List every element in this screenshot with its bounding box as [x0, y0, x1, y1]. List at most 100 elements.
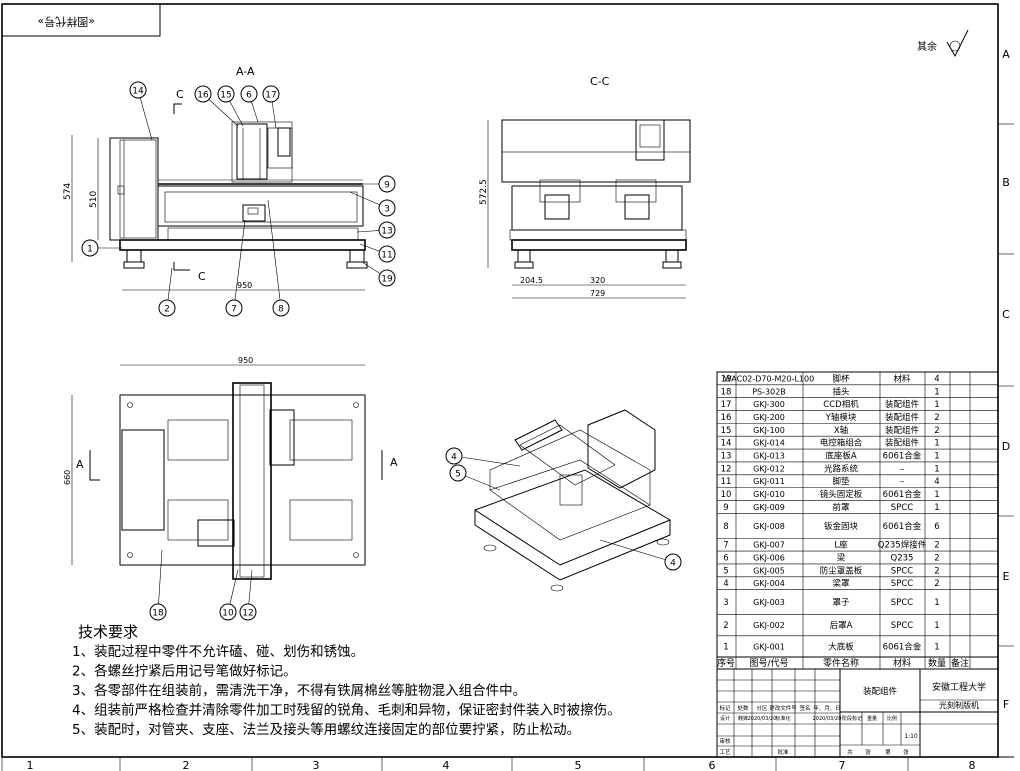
balloon-group-iso: 454: [445, 447, 682, 571]
bom-seq: 7: [723, 541, 728, 551]
bom-qty: 1: [934, 598, 939, 608]
bom-material: SPCC: [891, 579, 913, 589]
bom-qty: 1: [934, 400, 939, 410]
bom-material: –: [900, 477, 904, 487]
grid-row-label: D: [1002, 440, 1010, 453]
bom-qty: 1: [934, 621, 939, 631]
title-row3-cell: 审核: [719, 737, 731, 745]
bom-seq: 8: [723, 522, 728, 532]
balloon: [225, 299, 243, 317]
bom-seq: 15: [721, 426, 732, 436]
balloon: [194, 85, 212, 103]
grid-col-label: 5: [575, 759, 582, 771]
grid-col-label: 1: [27, 759, 34, 771]
bom-header-cell: 备注: [951, 657, 969, 669]
bom-seq: 18: [721, 387, 732, 397]
balloon-number: 12: [242, 609, 253, 619]
bom-name: CCD相机: [823, 399, 859, 410]
bom-seq: 2: [723, 621, 728, 631]
bom-name: 大底板: [828, 641, 854, 652]
title-row1-cell: 处数: [737, 704, 749, 712]
balloon: [262, 85, 280, 103]
bom-material: SPCC: [891, 503, 913, 513]
grid-col-label: 3: [313, 759, 320, 771]
balloon: [240, 85, 258, 103]
balloon-number: 10: [222, 609, 234, 619]
tech-title: 技术要求: [78, 623, 138, 641]
tech-item: 4、组装前严格检查并清除零件加工时残留的锐角、毛刺和异物，保证密封件装入时被擦伤…: [72, 702, 621, 719]
balloon-group-plan: 18 10 12: [149, 549, 257, 621]
title-row2-cell: 2020/03/20: [813, 716, 842, 722]
balloon-number: 13: [381, 227, 392, 237]
bom-material: SPCC: [891, 566, 913, 576]
grid-row-label: C: [1002, 308, 1010, 321]
bom-code: GKJ-100: [753, 426, 785, 435]
bom-code: WAC02-D70-M20-L100: [724, 374, 814, 383]
section-view-cc: C-C 572.5 204.5 320 729: [479, 75, 691, 299]
bom-qty: 1: [934, 490, 939, 500]
title-row2-cell: 比例: [887, 715, 897, 722]
surface-roughness-note: 其余: [917, 29, 969, 58]
bom-name: X轴: [834, 425, 848, 436]
balloon-number: 15: [220, 91, 231, 101]
bom-qty: 2: [934, 426, 939, 436]
title-row2-cell: 阶段标记: [842, 715, 862, 722]
bom-material: 装配组件: [885, 438, 920, 449]
bom-code: GKJ-013: [753, 452, 785, 461]
balloon-number: 17: [265, 91, 276, 101]
bom-name: 梁: [837, 554, 846, 564]
bom-name: 脚杯: [832, 373, 850, 384]
balloon: [217, 85, 235, 103]
bom-seq: 9: [723, 503, 728, 513]
section-marker-a-left: A: [76, 458, 84, 471]
bom-name: 前罩: [832, 502, 850, 513]
bom-header-cell: 序号: [717, 657, 735, 669]
bom-material: 材料: [893, 373, 911, 384]
balloon: [149, 603, 167, 621]
bom-seq: 1: [723, 642, 728, 652]
title-row2-cell: 2020/03/20: [748, 716, 777, 722]
bom-material: 装配组件: [885, 425, 920, 436]
grid-col-label: 8: [969, 759, 976, 771]
balloon-number: 8: [278, 305, 284, 315]
balloon: [129, 81, 147, 99]
title-row2-cell: 标准化: [775, 715, 790, 722]
grid-col-label: 7: [839, 759, 846, 771]
balloon: [378, 199, 396, 217]
bom-header-cell: 图号/代号: [749, 658, 788, 669]
bom-name: 底座板A: [825, 451, 857, 462]
balloon: [449, 464, 467, 482]
balloon: [378, 245, 396, 263]
title-row1-cell: 标记: [719, 704, 731, 712]
bom-material: 6061合金: [883, 641, 922, 652]
bom-code: GKJ-003: [753, 598, 785, 607]
bom-qty: 1: [934, 439, 939, 449]
bom-qty: 2: [934, 541, 939, 551]
bom-code: GKJ-011: [753, 477, 785, 486]
bom-name: 钣金固块: [824, 521, 859, 532]
bom-seq: 11: [721, 477, 732, 487]
bom-qty: 1: [934, 503, 939, 513]
balloon: [378, 221, 396, 239]
title-block: 装配组件安徽工程大学光刻制版机1:10标记处数分区更改文件号签名年、月、日设计韩…: [716, 668, 999, 758]
balloon-number: 4: [451, 453, 457, 463]
dim-510: 510: [89, 191, 99, 208]
balloon: [272, 299, 290, 317]
section-view-aa: A-A 574 510 950 C: [63, 65, 368, 291]
bom-qty: 4: [934, 374, 939, 384]
roughness-symbol-icon: [946, 29, 969, 58]
balloon-number: 14: [132, 87, 144, 97]
grid-col-label: 2: [183, 759, 190, 771]
bom-code: PS-302B: [752, 387, 786, 396]
section-marker-a-right: A: [390, 456, 398, 469]
bom-code: GKJ-005: [753, 566, 785, 575]
bom-code: GKJ-012: [753, 464, 785, 473]
balloon-number: 18: [152, 609, 164, 619]
title-row4-cell: 第: [885, 748, 891, 756]
bom-code: GKJ-300: [753, 400, 785, 409]
balloon: [664, 553, 682, 571]
bom-material: 6061合金: [883, 521, 922, 532]
view-label-cc: C-C: [590, 75, 610, 88]
